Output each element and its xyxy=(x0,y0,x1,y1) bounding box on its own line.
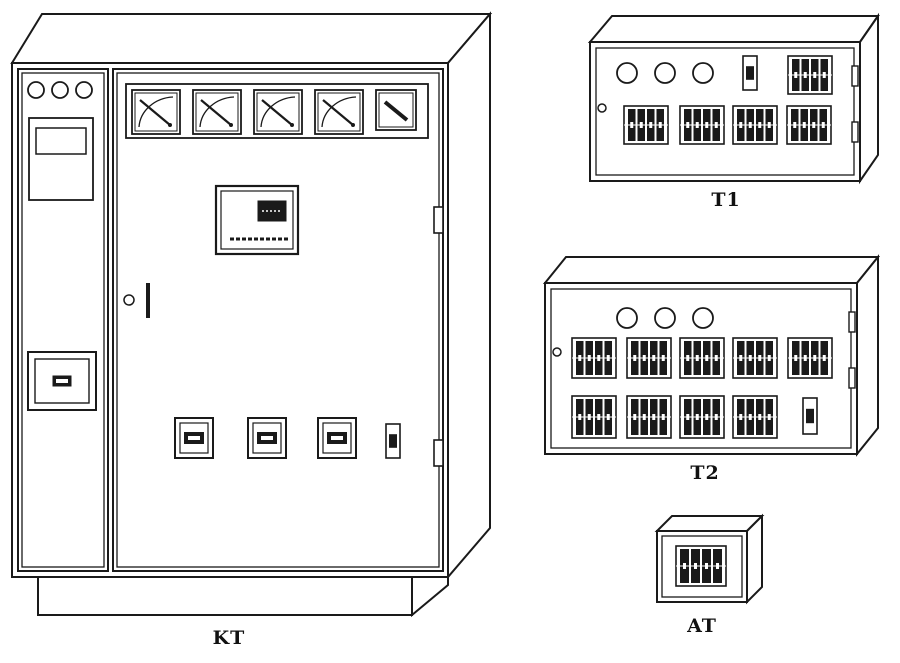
t1-hinge-bottom xyxy=(851,121,859,143)
kt-left-switch xyxy=(27,351,97,411)
kt-cabinet xyxy=(10,11,493,618)
kt-label: KT xyxy=(212,627,246,649)
kt-controller xyxy=(214,184,300,256)
t2-indicator-lamp xyxy=(692,307,714,329)
kt-selector-gauge xyxy=(375,89,417,131)
t2-breaker-group xyxy=(571,337,617,379)
kt-indicator-lamp xyxy=(51,81,69,99)
t2-side-face xyxy=(856,254,879,457)
kt-gauge-dial xyxy=(314,89,364,135)
t1-hinge-top xyxy=(851,65,859,87)
at-top-face xyxy=(654,515,765,532)
t2-indicator-lamp xyxy=(654,307,676,329)
t2-lock xyxy=(552,347,562,357)
t2-breaker-group xyxy=(679,337,725,379)
t1-front-inner xyxy=(595,47,855,176)
t2-breaker-group xyxy=(626,395,672,439)
kt-door-breaker xyxy=(385,423,401,459)
kt-door-switch xyxy=(247,417,287,459)
kt-door xyxy=(112,68,444,572)
t2-hinge-bottom xyxy=(848,367,856,389)
at-box xyxy=(654,513,765,605)
t1-lock xyxy=(597,103,607,113)
kt-front-face xyxy=(11,62,449,578)
t1-side-face xyxy=(859,12,879,185)
t1-indicator-lamp xyxy=(616,62,638,84)
t1-panel xyxy=(587,12,880,185)
kt-gauge-strip xyxy=(125,83,429,139)
t1-breaker-group xyxy=(732,105,778,145)
t2-breaker-group xyxy=(679,395,725,439)
t1-label: T1 xyxy=(711,189,741,211)
at-side-face xyxy=(746,513,763,605)
at-front-inner xyxy=(661,535,743,598)
kt-hinge-top xyxy=(433,206,444,234)
t1-top-face xyxy=(587,15,880,43)
t1-single-breaker xyxy=(742,55,758,91)
kt-gauge-dial xyxy=(192,89,242,135)
kt-indicator-lamp xyxy=(75,81,93,99)
t1-breaker-group xyxy=(787,55,833,95)
kt-left-panel-inner xyxy=(21,72,105,568)
t2-top-face xyxy=(542,256,881,284)
kt-top-face xyxy=(10,13,493,64)
t1-breaker-group xyxy=(786,105,832,145)
at-label: AT xyxy=(687,615,717,637)
kt-door-switch xyxy=(317,417,357,459)
t2-breaker-group xyxy=(626,337,672,379)
kt-door-handle xyxy=(123,283,150,318)
kt-gauge-dial xyxy=(131,89,181,135)
kt-door-inner xyxy=(116,72,440,568)
t1-breaker-group xyxy=(623,105,669,145)
t2-breaker-group xyxy=(571,395,617,439)
kt-side-face xyxy=(447,11,491,580)
t1-breaker-group xyxy=(679,105,725,145)
at-breaker-group xyxy=(675,545,727,587)
t2-breaker-group xyxy=(787,337,833,379)
kt-indicator-lamp xyxy=(27,81,45,99)
t1-indicator-lamp xyxy=(654,62,676,84)
kt-hinge-bottom xyxy=(433,439,444,467)
t2-breaker-group xyxy=(732,337,778,379)
kt-meter-window xyxy=(28,117,94,201)
kt-base xyxy=(37,574,413,616)
kt-gauge-dial xyxy=(253,89,303,135)
t2-label: T2 xyxy=(690,462,720,484)
t2-breaker-group xyxy=(732,395,778,439)
t1-indicator-lamp xyxy=(692,62,714,84)
kt-door-switch xyxy=(174,417,214,459)
t2-single-breaker xyxy=(802,397,818,435)
kt-left-panel xyxy=(17,68,109,572)
t2-hinge-top xyxy=(848,311,856,333)
t2-indicator-lamp xyxy=(616,307,638,329)
